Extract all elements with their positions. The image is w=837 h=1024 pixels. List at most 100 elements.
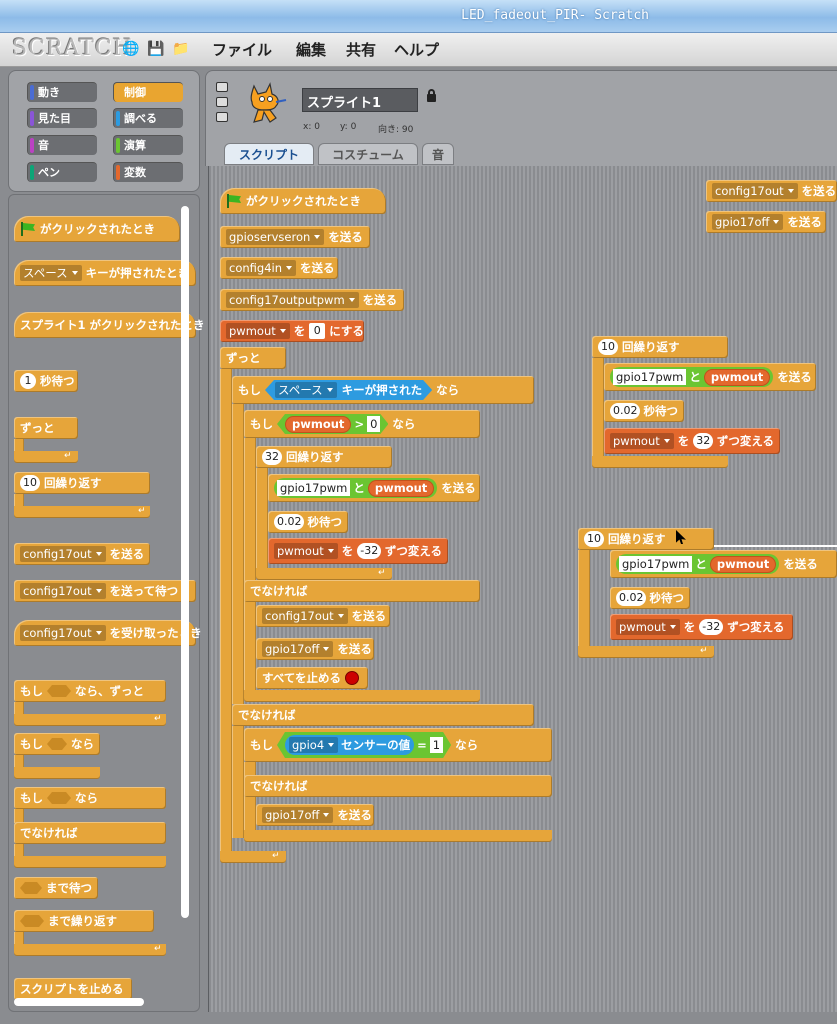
message-dropdown[interactable]: gpio17off [262, 641, 334, 657]
rotate-style-none-icon[interactable] [216, 112, 228, 122]
category-operators[interactable]: 演算 [113, 135, 183, 155]
message-dropdown[interactable]: gpio17off [262, 807, 334, 823]
repeat-input[interactable]: 10 [598, 339, 618, 355]
palette-green-flag-hat[interactable]: がクリックされたとき [14, 216, 180, 242]
message-dropdown[interactable]: gpioservseron [226, 229, 325, 245]
category-sound[interactable]: 音 [27, 135, 97, 155]
variable-dropdown[interactable]: pwmout [616, 619, 680, 635]
globe-icon[interactable]: 🌐 [122, 41, 140, 57]
palette-if-else-block[interactable]: もしなら [14, 787, 166, 809]
wait-input[interactable]: 0.02 [616, 590, 646, 606]
variable-dropdown[interactable]: pwmout [226, 323, 290, 339]
sprite-name-field[interactable]: スプライト1 [302, 88, 418, 112]
palette-repeat-until-block[interactable]: まで繰り返す [14, 910, 154, 932]
palette-stop-script-block[interactable]: スクリプトを止める [14, 978, 132, 1000]
forever-block[interactable]: ずっと [220, 347, 286, 369]
message-dropdown[interactable]: config17out [20, 546, 106, 562]
share-icon[interactable]: 📁 [172, 41, 190, 57]
category-motion[interactable]: 動き [27, 82, 97, 102]
key-dropdown[interactable]: スペース [20, 265, 82, 281]
repeat-input[interactable]: 32 [262, 449, 282, 465]
text-input[interactable]: gpio17pwm [613, 369, 687, 385]
key-dropdown[interactable]: スペース [275, 382, 337, 398]
wait-input[interactable]: 0.02 [274, 514, 304, 530]
value-input[interactable]: -32 [357, 543, 381, 559]
palette-key-hat[interactable]: スペースキーが押されたとき [14, 260, 196, 286]
value-input[interactable]: -32 [699, 619, 724, 635]
condition-slot[interactable] [20, 915, 44, 927]
stop-all-block[interactable]: すべてを止める [256, 667, 368, 689]
menu-file[interactable]: ファイル [212, 41, 273, 59]
condition-slot[interactable] [47, 792, 71, 804]
category-control[interactable]: 制御 [113, 82, 183, 102]
value-input[interactable]: 1 [430, 737, 443, 753]
repeat-input[interactable]: 10 [20, 475, 40, 491]
palette-if-forever-block[interactable]: もしなら、ずっと [14, 680, 166, 702]
category-variables[interactable]: 変数 [113, 162, 183, 182]
palette-vertical-scrollbar[interactable] [181, 206, 189, 918]
menu-help[interactable]: ヘルプ [394, 41, 440, 59]
greater-than-condition[interactable]: pwmout>0 [277, 414, 388, 434]
palette-wait-until-block[interactable]: まで待つ [14, 877, 98, 899]
category-looks[interactable]: 見た目 [27, 108, 97, 128]
variable-reporter[interactable]: pwmout [703, 368, 771, 386]
tab-sounds[interactable]: 音 [422, 143, 454, 165]
key-pressed-condition[interactable]: スペースキーが押された [265, 380, 432, 400]
value-input[interactable]: 0 [309, 323, 326, 339]
message-dropdown[interactable]: config17outputpwm [226, 292, 359, 308]
category-sensing[interactable]: 調べる [113, 108, 183, 128]
wait-input[interactable]: 0.02 [610, 403, 640, 419]
save-icon[interactable]: 💾 [147, 41, 165, 57]
condition-slot[interactable] [47, 685, 71, 697]
variable-dropdown[interactable]: pwmout [610, 433, 674, 449]
variable-dropdown[interactable]: pwmout [274, 543, 338, 559]
tab-costumes[interactable]: コスチューム [318, 143, 418, 165]
palette-if-block[interactable]: もしなら [14, 733, 100, 755]
wait-input[interactable]: 1 [20, 373, 36, 389]
repeat-input[interactable]: 10 [584, 531, 604, 547]
message-dropdown[interactable]: config17out [20, 583, 106, 599]
tab-scripts[interactable]: スクリプト [224, 143, 314, 165]
lock-icon[interactable] [427, 94, 436, 102]
palette-forever-block[interactable]: ずっと [14, 417, 78, 439]
message-dropdown[interactable]: gpio17off [712, 214, 784, 230]
value-input[interactable]: 0 [367, 416, 380, 432]
message-dropdown[interactable]: config17out [262, 608, 348, 624]
text-input[interactable]: gpio17pwm [619, 556, 693, 572]
rotate-style-full-icon[interactable] [216, 82, 228, 92]
menu-edit[interactable]: 編集 [296, 41, 327, 59]
category-pen[interactable]: ペン [27, 162, 97, 182]
message-dropdown[interactable]: config17out [20, 625, 106, 641]
rotate-style-flip-icon[interactable] [216, 97, 228, 107]
